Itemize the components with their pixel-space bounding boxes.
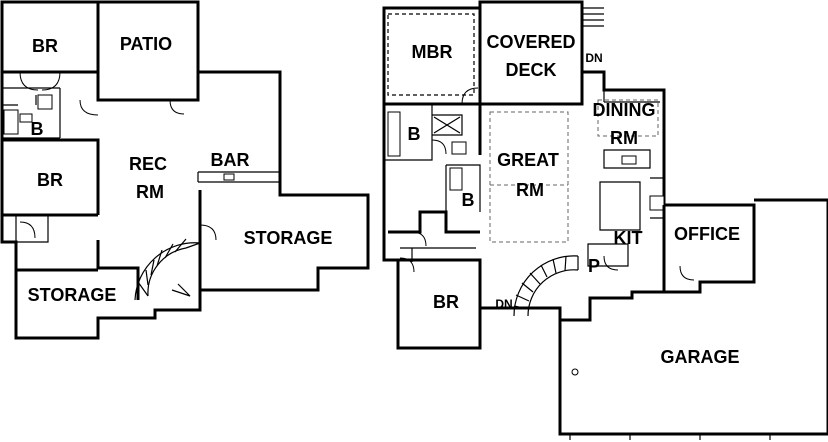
label-office: OFFICE	[674, 224, 740, 244]
label-mbr: MBR	[412, 42, 453, 62]
main-level-plan	[382, 0, 828, 440]
label-pantry: P	[588, 256, 600, 276]
label-dn-top: DN	[585, 51, 602, 65]
label-storage-right: STORAGE	[244, 228, 333, 248]
label-covered-deck-line2: DECK	[505, 60, 556, 80]
label-bar: BAR	[211, 150, 250, 170]
label-dining-line2: RM	[610, 128, 638, 148]
label-storage-left: STORAGE	[28, 285, 117, 305]
label-great-rm-line1: GREAT	[497, 150, 559, 170]
label-dn-stair: DN	[495, 297, 512, 311]
label-patio: PATIO	[120, 34, 172, 54]
label-great-rm-line2: RM	[516, 180, 544, 200]
label-kit: KIT	[614, 228, 643, 248]
label-rec-rm-line1: REC	[129, 154, 167, 174]
label-covered-deck-line1: COVERED	[486, 32, 575, 52]
label-rec-rm-line2: RM	[136, 182, 164, 202]
label-bath-lower: B	[31, 119, 44, 139]
label-br-mid: BR	[37, 170, 63, 190]
label-garage: GARAGE	[660, 347, 739, 367]
label-bath-main-2: B	[462, 190, 475, 210]
label-br-top: BR	[32, 36, 58, 56]
label-br-main: BR	[433, 292, 459, 312]
label-bath-main-1: B	[408, 124, 421, 144]
label-dining-line1: DINING	[593, 100, 656, 120]
lower-level-plan	[0, 0, 370, 340]
